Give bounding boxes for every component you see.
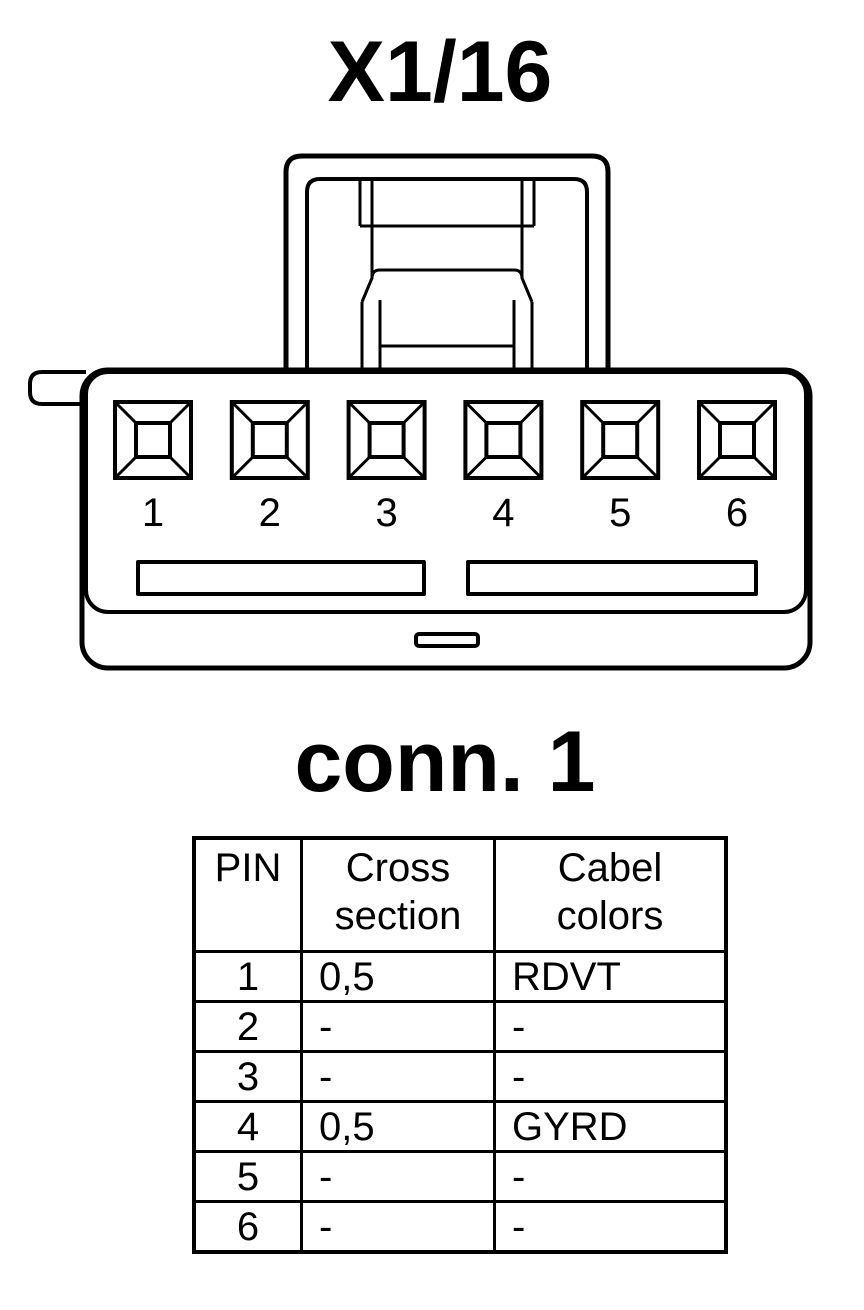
pin-numbers: 1 2 3 4 5 6 [142, 491, 748, 535]
pin-square-2 [229, 400, 310, 480]
table-header-row: PIN Cross section Cabel colors [192, 836, 728, 953]
cross-section-cell: - [300, 1000, 496, 1053]
pin-cell: 3 [192, 1050, 303, 1103]
header-pin: PIN [192, 836, 303, 953]
pin-number-label: 3 [375, 491, 397, 535]
latch-tongue [358, 179, 536, 372]
pin-cell: 4 [192, 1100, 303, 1153]
pin-number-label: 1 [142, 491, 164, 535]
header-cross-line1: Cross [345, 846, 451, 890]
cable-color-cell: - [493, 1000, 728, 1053]
pin-cell: 2 [192, 1000, 303, 1053]
cable-color-cell: - [493, 1200, 728, 1254]
pin-cell: 5 [192, 1150, 303, 1203]
cross-section-cell: - [300, 1150, 496, 1203]
pin-square-4 [463, 400, 544, 480]
pin-number-label: 5 [609, 491, 631, 535]
header-cable-colors: Cabel colors [493, 836, 728, 953]
latch-outer [283, 153, 611, 372]
pin-square-5 [580, 400, 661, 480]
table-row: 3-- [192, 1050, 728, 1103]
connector-label: conn. 1 [294, 714, 596, 810]
connector-title: X1/16 [327, 24, 553, 120]
bottom-slot [414, 632, 480, 648]
table-row: 2-- [192, 1000, 728, 1053]
pin-square-1 [113, 400, 193, 480]
rail-right [466, 560, 758, 596]
housing-face [84, 370, 808, 614]
pin-cell: 6 [192, 1200, 303, 1254]
cable-color-cell: - [493, 1050, 728, 1103]
header-pin-label: PIN [214, 846, 282, 890]
cable-color-cell: RDVT [493, 950, 728, 1003]
header-cross-section: Cross section [300, 836, 496, 953]
cross-section-cell: 0,5 [300, 950, 496, 1003]
cable-color-cell: GYRD [493, 1100, 728, 1153]
pin-number-label: 6 [726, 491, 748, 535]
pin-number-label: 4 [492, 491, 514, 535]
header-cross-line2: section [334, 894, 462, 938]
table-row: 5-- [192, 1150, 728, 1203]
cross-section-cell: - [300, 1200, 496, 1254]
pin-square-3 [346, 400, 427, 480]
pin-square-6 [697, 400, 777, 480]
pin-cell: 1 [192, 950, 303, 1003]
cross-section-cell: 0,5 [300, 1100, 496, 1153]
connector-drawing: 1 2 3 4 5 6 [28, 153, 813, 671]
side-tab [28, 370, 86, 406]
latch-inner [305, 177, 589, 372]
pin-number-label: 2 [259, 491, 281, 535]
cross-section-cell: - [300, 1050, 496, 1103]
header-color-line1: Cabel [557, 846, 663, 890]
cable-color-cell: - [493, 1150, 728, 1203]
header-color-line2: colors [556, 894, 664, 938]
pin-squares [113, 400, 777, 480]
table-row: 6-- [192, 1200, 728, 1254]
rail-left [136, 560, 426, 596]
